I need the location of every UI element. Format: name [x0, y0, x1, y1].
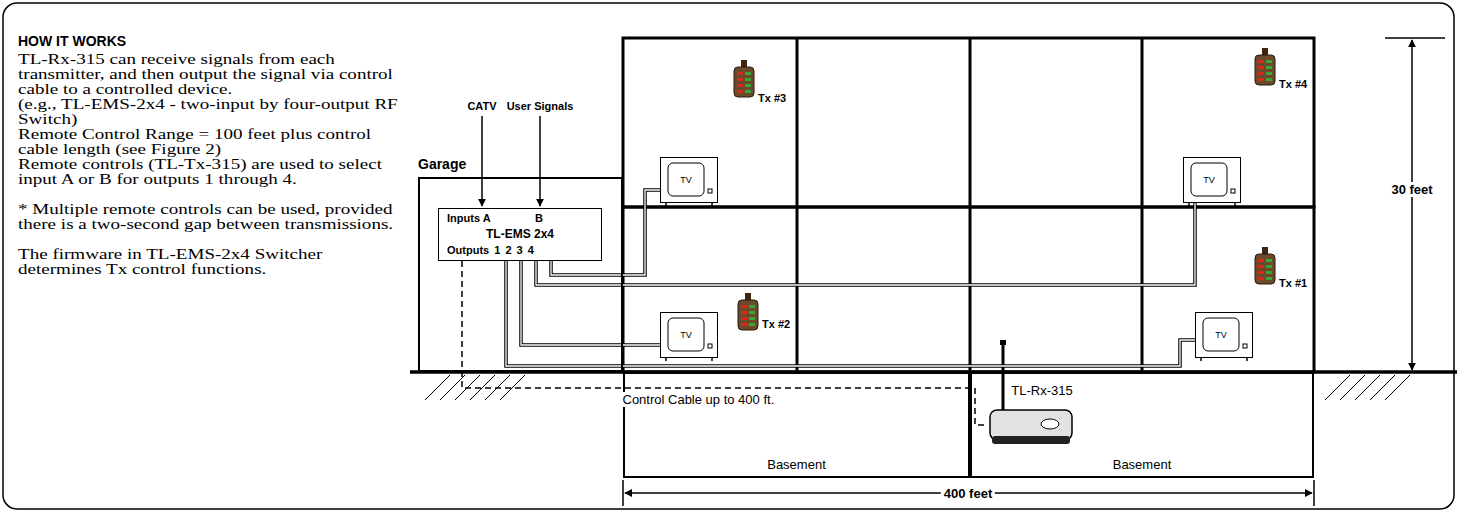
- receiver-device: [992, 436, 1070, 444]
- tv-set: TV: [1195, 312, 1253, 358]
- tv-screen: [1231, 189, 1235, 193]
- tv-screen: [711, 202, 713, 206]
- tv-screen: [665, 357, 667, 361]
- tv-label: TV: [1203, 175, 1215, 185]
- page-frame: [3, 3, 1454, 509]
- receiver-device: [1000, 340, 1006, 345]
- transmitter-icon: [1255, 247, 1275, 284]
- room-label: Basement: [972, 457, 1312, 472]
- ground-hatching: [500, 375, 525, 400]
- tv-screen: [668, 163, 704, 196]
- dimension-line: [1411, 40, 1413, 370]
- basement-room: Basement: [623, 372, 970, 478]
- cable-label: Control Cable up to 400 ft.: [620, 392, 778, 407]
- tv-screen: [711, 357, 713, 361]
- room-label: Basement: [625, 457, 968, 472]
- tv-label: TV: [680, 175, 692, 185]
- ground-hatching: [425, 375, 450, 400]
- note-text: TL-Rx-315 can receive signals from each …: [18, 52, 399, 97]
- note-text: (e.g., TL-EMS-2x4 - two-input by four-ou…: [18, 97, 399, 127]
- receiver-device: [1002, 343, 1005, 412]
- house-walls: [1141, 38, 1144, 372]
- coax-cable: [536, 203, 1195, 285]
- ground-hatching: [1325, 375, 1350, 400]
- house-walls: [969, 38, 972, 372]
- tv-screen: [1200, 357, 1202, 361]
- tv-screen: [1191, 163, 1227, 196]
- dimension-label: 30 feet: [1388, 182, 1435, 197]
- tv-screen: [1246, 357, 1248, 361]
- transmitter-icon: [734, 48, 1275, 330]
- transmitter-label: Tx #3: [758, 92, 786, 104]
- house-walls: [796, 38, 799, 372]
- transmitter-label: Tx #2: [762, 318, 790, 330]
- receiver-device: [990, 410, 1072, 440]
- ground-hatching: [1385, 375, 1410, 400]
- tv-label: TV: [1215, 330, 1227, 340]
- transmitter-label: Tx #4: [1279, 78, 1307, 90]
- ground-hatching: [440, 375, 465, 400]
- coax-cable: [536, 203, 1195, 285]
- note-text: The firmware in TL-EMS-2x4 Switcher dete…: [18, 247, 399, 277]
- room-heading: Garage: [418, 156, 466, 172]
- tv-screen: [1203, 318, 1239, 351]
- device-label: TL-Rx-315: [1010, 383, 1074, 442]
- tv-set: TV: [660, 157, 718, 203]
- tv-set: TV: [660, 312, 718, 358]
- receiver-unit: TL-Rx-315: [988, 408, 1074, 446]
- tv-screen: [668, 318, 704, 351]
- ground-hatching: [1370, 375, 1395, 400]
- signal-arrow: [481, 116, 483, 206]
- tv-screen: [708, 344, 712, 348]
- signal-arrow: [539, 116, 541, 206]
- transmitter-icon: [1255, 48, 1275, 85]
- switch-label: Outputs 1 2 3 4: [447, 244, 534, 256]
- note-text: Remote Control Range = 100 feet plus con…: [18, 127, 399, 157]
- coax-cable: [536, 203, 1195, 285]
- rf-switch-box: Inputs A B TL-EMS 2x4Outputs 1 2 3 4: [438, 208, 602, 261]
- tv-screen: [665, 202, 667, 206]
- tv-screen: [1243, 344, 1247, 348]
- tv-screen: [1234, 202, 1236, 206]
- switch-label: B: [535, 212, 543, 224]
- ground-hatching: [1340, 375, 1365, 400]
- dimension-line: [1313, 480, 1315, 506]
- house-walls: [623, 38, 1314, 372]
- switch-label: Inputs A: [447, 212, 491, 224]
- tv-label: TV: [680, 330, 692, 340]
- note-text: * Multiple remote controls can be used, …: [18, 202, 399, 232]
- ground-hatching: [1355, 375, 1380, 400]
- tv-screen: [1188, 202, 1190, 206]
- dimension-label: 400 feet: [941, 486, 995, 501]
- signal-label: User Signals: [507, 100, 574, 112]
- text-panel: TL-Rx-315 can receive signals from each …: [18, 52, 399, 277]
- heading: HOW IT WORKS: [18, 33, 126, 49]
- tv-set: TV: [1183, 157, 1241, 203]
- tv-screen: [708, 189, 712, 193]
- basement-room: Basement TL-Rx-315: [970, 372, 1314, 478]
- transmitter-icon: [734, 60, 754, 97]
- garage-room: GarageInputs ABTL-EMS 2x4Outputs 1 2 3 4: [418, 177, 623, 372]
- transmitter-icon: [738, 293, 758, 330]
- note-text: Remote controls (TL-Tx-315) are used to …: [18, 157, 399, 187]
- receiver-device: [1041, 419, 1059, 429]
- dimension-line: [622, 480, 624, 506]
- dimension-line: [1385, 37, 1445, 39]
- dimension-line: [623, 38, 1445, 506]
- ground-hatching: [470, 375, 495, 400]
- switch-label: TL-EMS 2x4: [439, 227, 601, 241]
- transmitter-label: Tx #1: [1279, 277, 1307, 289]
- signal-label: CATV: [467, 100, 496, 112]
- signal-arrow: [482, 116, 540, 206]
